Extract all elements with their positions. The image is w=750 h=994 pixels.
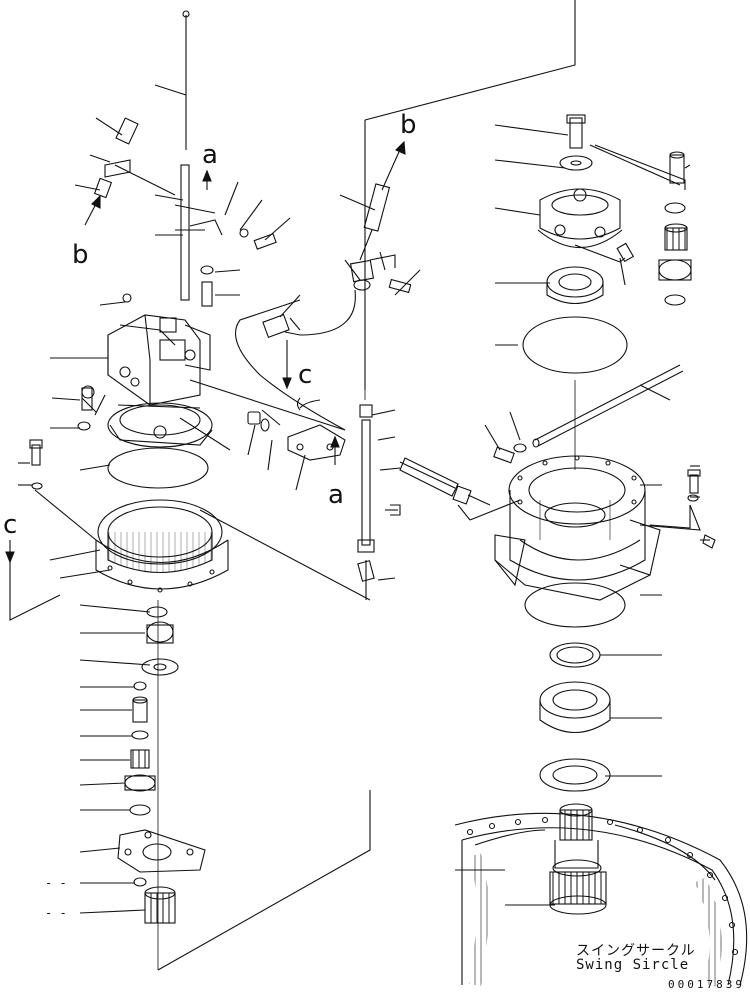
caption-japanese: スイングサークル (576, 943, 696, 959)
right-fittings (493, 443, 716, 549)
bolts-left (29, 387, 93, 490)
connector-motor (189, 379, 346, 431)
c-arrow-mid (282, 340, 292, 390)
connector-bolt (34, 489, 97, 541)
right-leader-lines (455, 124, 710, 906)
swing-motor (81, 293, 211, 416)
swing-circle (454, 812, 748, 987)
b-arrow-left (84, 194, 101, 226)
motor-flange (107, 402, 231, 451)
caption-english: Swing Sircle (576, 957, 690, 973)
shaft-rod (532, 364, 684, 448)
middle-lines (247, 0, 576, 581)
callout-a-bottom: a (328, 480, 344, 510)
top-right-parts (537, 114, 692, 306)
right-o-ring-bottom (524, 582, 626, 628)
callout-b-left: b (72, 240, 89, 270)
dash-mark-1: - - (45, 876, 67, 890)
drawing-number: 00017839 (668, 978, 745, 991)
planetary-parts (117, 606, 206, 924)
dash-mark-2: - - (45, 906, 67, 920)
reducer-housing (95, 499, 229, 593)
c-arrow-left (5, 540, 61, 621)
right-o-ring-top (522, 316, 628, 374)
right-reducer-housing (494, 455, 661, 601)
leader-lines-left (18, 84, 291, 914)
b-arrow-mid (381, 140, 406, 191)
break-mark (296, 397, 321, 411)
right-lower-parts (539, 642, 611, 792)
connector-bottom (157, 790, 371, 971)
callout-a-top: a (202, 140, 218, 170)
bracket-parts (247, 411, 346, 465)
connector-lower (199, 509, 371, 601)
level-gauge (357, 404, 491, 600)
hose-assembly (235, 183, 412, 431)
callout-b-top: b (400, 110, 417, 140)
right-bearing-top (546, 266, 604, 305)
o-ring (107, 447, 209, 489)
a-arrow-top (202, 169, 212, 190)
breather-parts (93, 117, 277, 307)
dipstick-rod (180, 10, 190, 301)
callout-c-left: c (3, 510, 18, 540)
callout-c-mid: c (298, 360, 313, 390)
pinion-shaft (549, 803, 607, 915)
